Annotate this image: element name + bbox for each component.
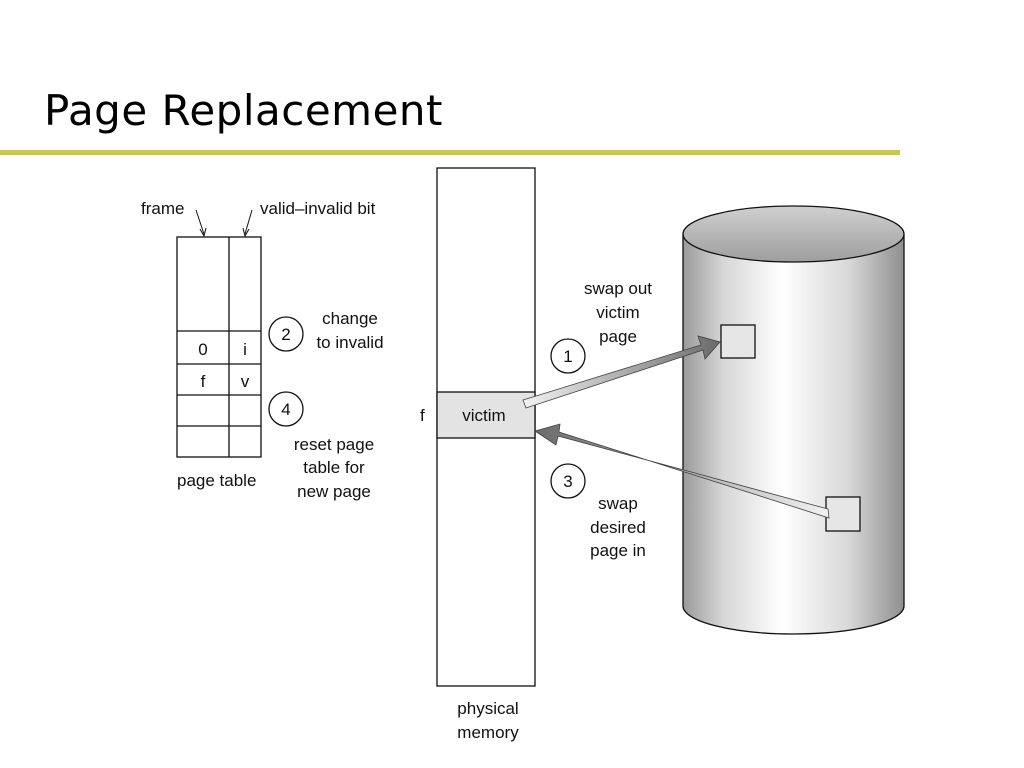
desired-page-on-disk: [825, 496, 861, 532]
victim-page-on-disk: [720, 324, 756, 359]
step-3-text: swap: [598, 494, 638, 513]
swap-out-arrow: [522, 335, 721, 409]
swap-out-arrow-shape: [522, 335, 721, 409]
physical-memory-caption: physical: [457, 699, 518, 718]
step-1-text: page: [599, 327, 637, 346]
step-3-marker: [550, 463, 586, 499]
page-table-frame-cell: f: [201, 372, 206, 391]
page-table-bit-cell: i: [243, 340, 247, 359]
step-3-number: 3: [563, 472, 572, 491]
disk-body: [683, 234, 904, 606]
step-1-text: swap out: [584, 279, 652, 298]
disk-top: [682, 205, 905, 263]
step-3: 3 swap desired page in: [550, 463, 646, 560]
step-2-text: change: [322, 309, 378, 328]
valid-invalid-bit-label: valid–invalid bit: [260, 199, 376, 218]
step-2-number: 2: [281, 325, 290, 344]
valid-bit-pointer: [244, 209, 253, 235]
step-4-marker: [268, 391, 304, 427]
step-4-text: reset page: [294, 435, 374, 454]
page-table-outline: [176, 236, 262, 458]
frame-f-label: f: [420, 406, 425, 425]
step-4-number: 4: [281, 400, 290, 419]
step-4: 4 reset page table for new page: [268, 391, 374, 501]
physical-memory: victim f physical memory: [420, 167, 536, 742]
page-table: frame valid–invalid bit 0 i f v page tab…: [141, 199, 376, 490]
swap-in-arrow: [534, 423, 830, 519]
step-4-text: new page: [297, 482, 371, 501]
swap-in-arrow-shape: [534, 423, 830, 519]
frame-pointer: [195, 209, 205, 235]
slide-title: Page Replacement: [44, 86, 444, 135]
step-1-text: victim: [596, 303, 639, 322]
step-2: 2 change to invalid: [268, 309, 384, 352]
valid-bit-pointer-head: [242, 227, 250, 238]
disk-cylinder: [682, 205, 905, 635]
frame-pointer-head: [199, 227, 207, 238]
page-table-frame-cell: 0: [198, 340, 207, 359]
page-table-caption: page table: [177, 471, 256, 490]
step-3-text: desired: [590, 518, 646, 537]
title-underline: [0, 150, 900, 155]
page-table-bit-cell: v: [241, 372, 250, 391]
frame-label: frame: [141, 199, 184, 218]
step-4-text: table for: [303, 458, 365, 477]
step-1-marker: [550, 338, 586, 374]
step-1: 1 swap out victim page: [550, 279, 652, 374]
step-1-number: 1: [563, 347, 572, 366]
victim-frame: [436, 391, 536, 439]
step-2-text: to invalid: [316, 333, 383, 352]
disk-bottom: [682, 605, 905, 635]
victim-label: victim: [462, 406, 505, 425]
physical-memory-caption: memory: [457, 723, 519, 742]
step-3-text: page in: [590, 541, 646, 560]
step-2-marker: [268, 316, 304, 352]
